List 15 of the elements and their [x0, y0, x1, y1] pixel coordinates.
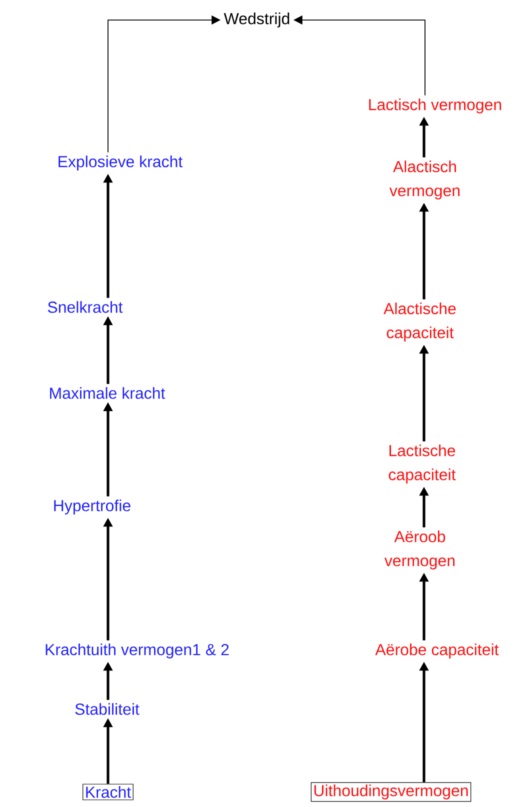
stage-label: Lactisch vermogen [369, 98, 502, 114]
stage-label: Maximale kracht [50, 387, 166, 399]
stage-label: Lactische capaciteit [388, 444, 456, 484]
stage-label: Alactische capaciteit [384, 302, 456, 342]
stage-label: Hypertrofie [54, 500, 130, 514]
stage-label: Snelkracht [48, 301, 123, 313]
stage-label: Aëroob vermogen [384, 530, 455, 570]
stage-label: Alactisch vermogen [389, 160, 460, 200]
stage-label: Explosieve kracht [58, 156, 183, 170]
category-box: Uithoudingsvermogen [310, 782, 472, 802]
stage-label: Stabiliteit [75, 703, 140, 715]
category-box: Kracht [82, 784, 134, 800]
goal-label: Wedstrijd [224, 12, 290, 28]
stage-label: Krachtuith vermogen1 & 2 [46, 644, 229, 658]
stage-label: Aërobe capaciteit [375, 644, 499, 658]
